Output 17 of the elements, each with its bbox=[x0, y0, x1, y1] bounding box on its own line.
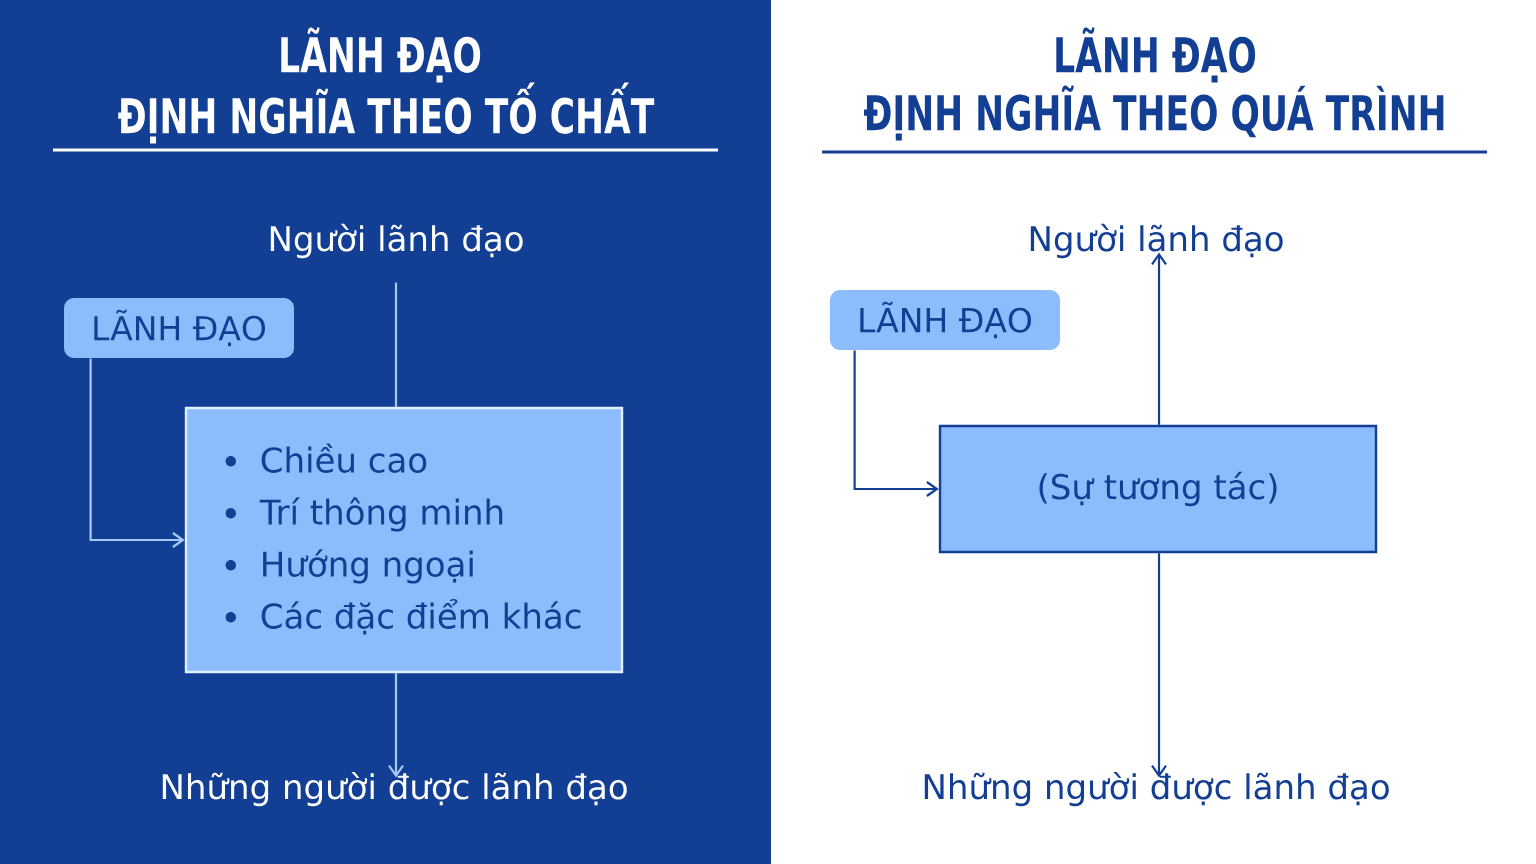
tag-box: LÃNH ĐẠO bbox=[64, 298, 294, 358]
arrow bbox=[1151, 252, 1167, 425]
tag-box: LÃNH ĐẠO bbox=[830, 290, 1060, 350]
arrow bbox=[1151, 553, 1167, 778]
caption-text: Người lãnh đạo bbox=[270, 223, 523, 259]
heading: ĐỊNH NGHĨA THEO TỐ CHẤT bbox=[118, 82, 655, 144]
heading: LÃNH ĐẠO bbox=[281, 27, 481, 83]
arrow bbox=[89, 358, 185, 548]
caption-text: Những người được lãnh đạo bbox=[162, 771, 627, 807]
heading: ĐỊNH NGHĨA THEO QUÁ TRÌNH bbox=[864, 85, 1444, 141]
heading: LÃNH ĐẠO bbox=[1056, 27, 1256, 83]
caption-text: Những người được lãnh đạo bbox=[924, 771, 1389, 807]
arrow bbox=[388, 673, 404, 778]
caption-text: Người lãnh đạo bbox=[1030, 223, 1283, 259]
process-box: (Sự tương tác) bbox=[938, 424, 1378, 554]
list-box: Chiều cao Trí thông minh Hướng ngoại Các đặc điểm khác bbox=[184, 406, 624, 674]
arrow bbox=[853, 350, 939, 497]
